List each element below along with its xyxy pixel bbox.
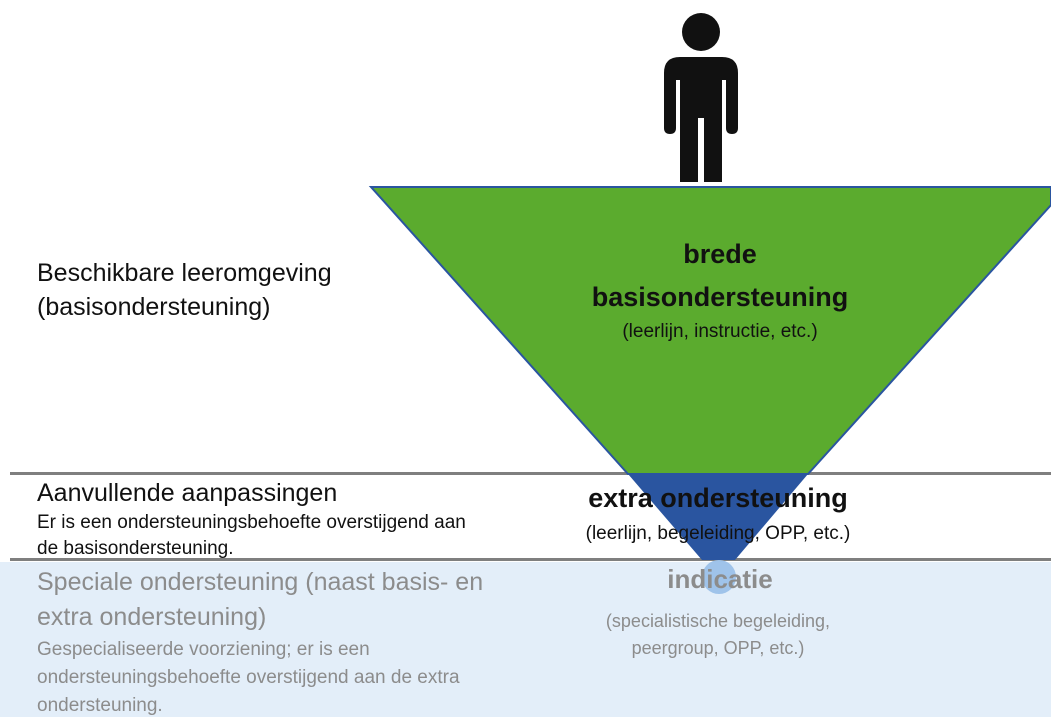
indication-subtitle-line2: peergroup, OPP, etc.)	[631, 638, 805, 658]
basis-level-title-line1: Beschikbare leeromgeving	[37, 259, 332, 287]
basis-level-title-line2: (basisondersteuning)	[37, 293, 271, 321]
special-level-desc-line3: ondersteuning.	[37, 695, 163, 716]
green-title-line2: basisondersteuning	[591, 282, 849, 312]
extra-support-subtitle: (leerlijn, begeleiding, OPP, etc.)	[585, 523, 851, 544]
divider-extra-special	[10, 558, 1051, 561]
extra-level-title: Aanvullende aanpassingen	[37, 479, 338, 507]
special-level-title-line1: Speciale ondersteuning (naast basis- en	[37, 568, 484, 596]
green-title-line1: brede	[683, 239, 757, 269]
extra-level-desc-line2: de basisondersteuning.	[37, 538, 234, 559]
funnel-tip-circle	[702, 560, 736, 594]
extra-support-title: extra ondersteuning	[588, 483, 848, 513]
special-level-desc-line2: ondersteuningsbehoefte overstijgend aan …	[37, 667, 460, 688]
divider-basis-extra	[10, 472, 1051, 475]
special-support-band	[0, 562, 1051, 717]
green-subtitle: (leerlijn, instructie, etc.)	[622, 321, 818, 342]
person-icon	[664, 13, 738, 182]
indication-subtitle-line1: (specialistische begeleiding,	[605, 611, 831, 631]
special-level-desc-line1: Gespecialiseerde voorziening; er is een	[37, 639, 370, 660]
extra-level-desc-line1: Er is een ondersteuningsbehoefte oversti…	[37, 512, 466, 533]
special-level-title-line2: extra ondersteuning)	[37, 603, 267, 631]
indication-title: indicatie	[667, 564, 773, 594]
funnel-green-section	[368, 186, 1051, 475]
funnel-blue-section	[628, 474, 808, 560]
